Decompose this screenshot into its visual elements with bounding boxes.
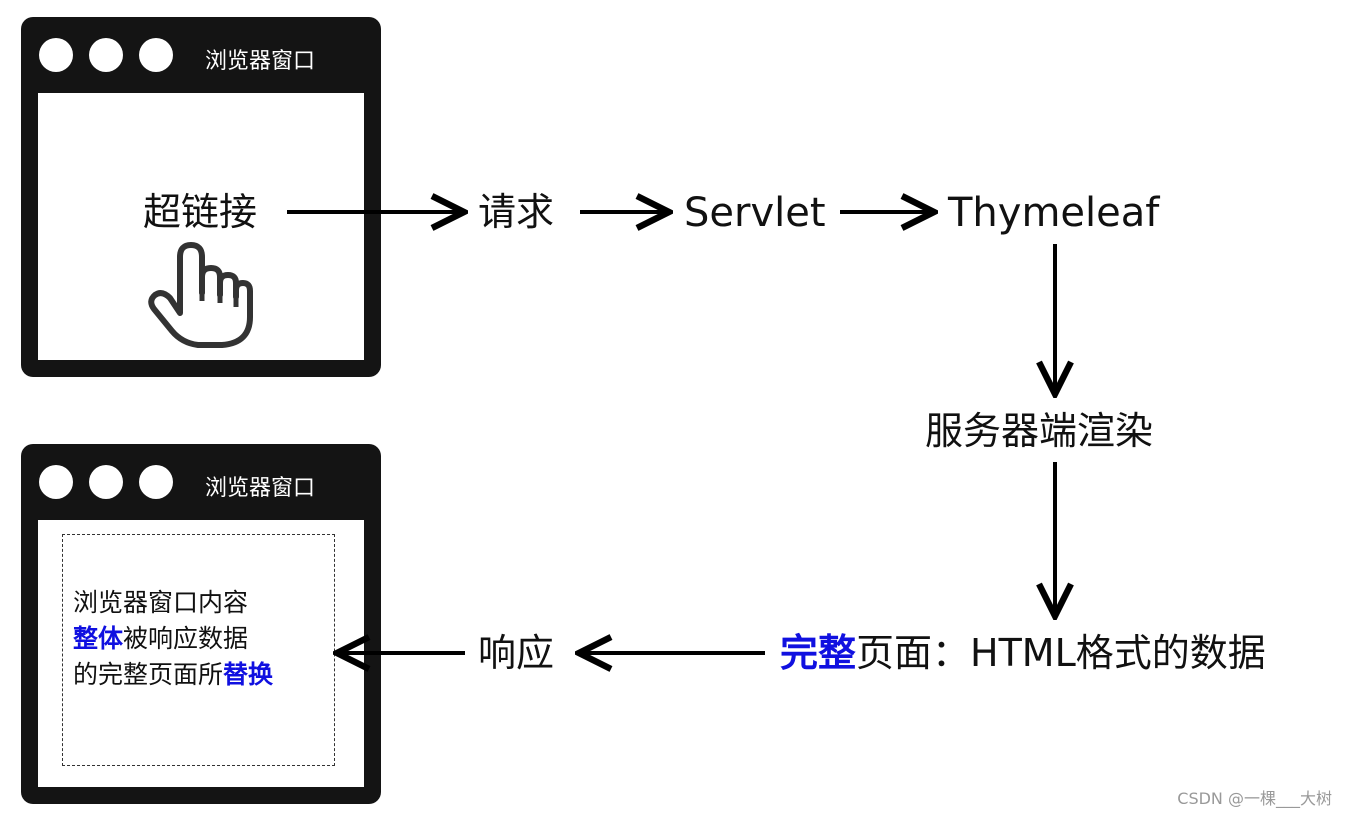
full-page-text: 页面：HTML格式的数据 xyxy=(856,631,1266,675)
window-dot-icon xyxy=(39,38,73,72)
window-title: 浏览器窗口 xyxy=(205,49,316,74)
replaced-content-box: 浏览器窗口内容 整体被响应数据 的完整页面所替换 xyxy=(62,534,335,766)
server-render-label: 服务器端渲染 xyxy=(925,409,1154,453)
watermark: CSDN @一棵___大树 xyxy=(1177,789,1332,808)
servlet-label: Servlet xyxy=(684,190,826,236)
window-title: 浏览器窗口 xyxy=(205,476,316,501)
content-line: 浏览器窗口内容 xyxy=(73,588,249,617)
window-pane: 浏览器窗口内容 整体被响应数据 的完整页面所替换 xyxy=(38,520,364,787)
window-dot-icon xyxy=(139,38,173,72)
pointing-hand-icon xyxy=(148,242,253,348)
content-highlight: 替换 xyxy=(223,660,274,689)
request-label: 请求 xyxy=(478,190,555,234)
full-page-highlight: 完整 xyxy=(780,631,857,675)
hyperlink-label[interactable]: 超链接 xyxy=(143,190,258,234)
full-page-label: 完整页面：HTML格式的数据 xyxy=(780,634,1266,672)
thymeleaf-label: Thymeleaf xyxy=(948,190,1160,236)
window-dot-icon xyxy=(139,465,173,499)
window-dot-icon xyxy=(39,465,73,499)
content-line: 整体被响应数据 xyxy=(73,621,330,657)
content-text: 的完整页面所 xyxy=(73,660,224,689)
response-label: 响应 xyxy=(478,631,555,675)
browser-window-bottom: 浏览器窗口 浏览器窗口内容 整体被响应数据 的完整页面所替换 xyxy=(21,444,381,804)
content-line: 的完整页面所替换 xyxy=(73,657,330,693)
window-dot-icon xyxy=(89,38,123,72)
window-dot-icon xyxy=(89,465,123,499)
content-text: 被响应数据 xyxy=(123,624,249,653)
content-highlight: 整体 xyxy=(73,624,124,653)
